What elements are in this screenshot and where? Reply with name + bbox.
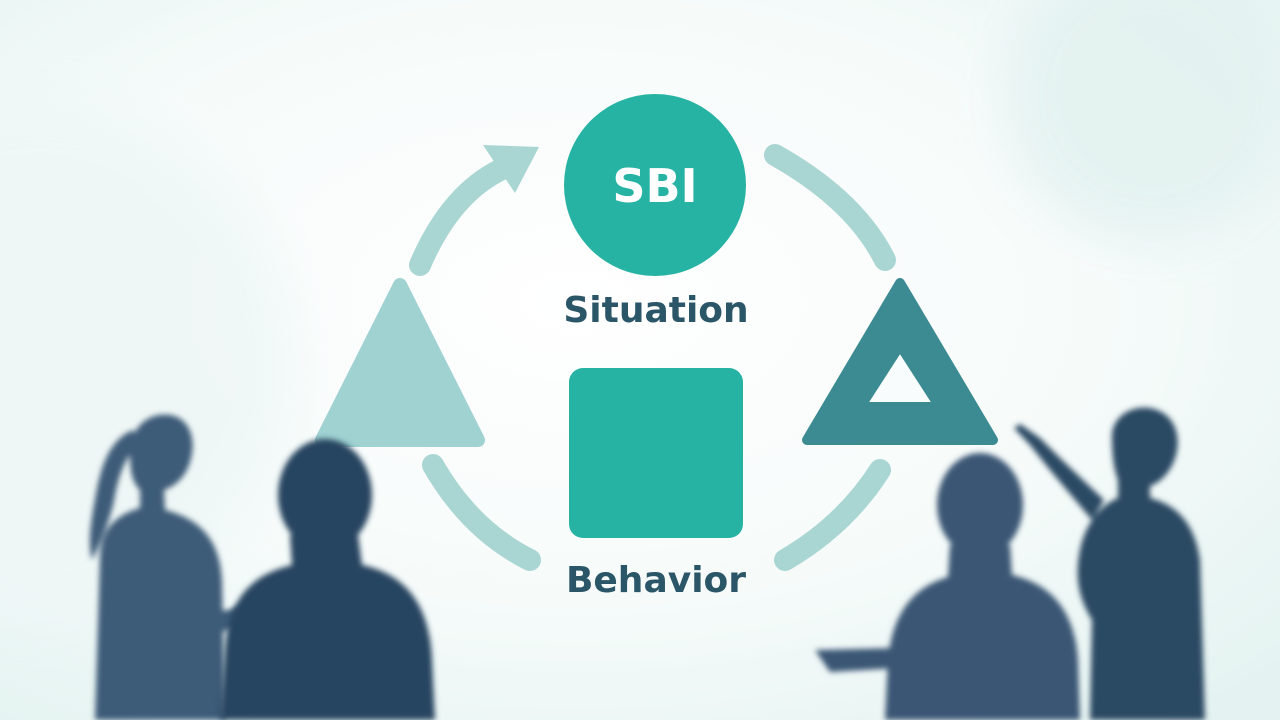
square-icon: [569, 368, 743, 538]
circular-arrow-icon: [409, 144, 896, 571]
arc-top-right: [764, 144, 896, 271]
arc-bottom-right: [774, 459, 891, 571]
arc-bottom-left: [422, 454, 541, 571]
arrow-head-icon: [483, 145, 539, 193]
behavior-label: Behavior: [566, 560, 746, 601]
person-silhouette-man-center-right: [815, 453, 1080, 720]
arc-top-left: [409, 159, 511, 276]
sbi-label: SBI: [612, 159, 697, 213]
hollow-triangle-icon: [802, 278, 998, 445]
situation-label: Situation: [563, 290, 748, 331]
person-silhouette-man-left: [220, 439, 435, 720]
background-blob-top-right: [1005, 0, 1280, 240]
person-silhouette-man-pointing: [1014, 407, 1205, 720]
background-blob-left: [0, 100, 300, 620]
sbi-circle: [564, 94, 746, 276]
triangle-icon: [315, 278, 485, 447]
